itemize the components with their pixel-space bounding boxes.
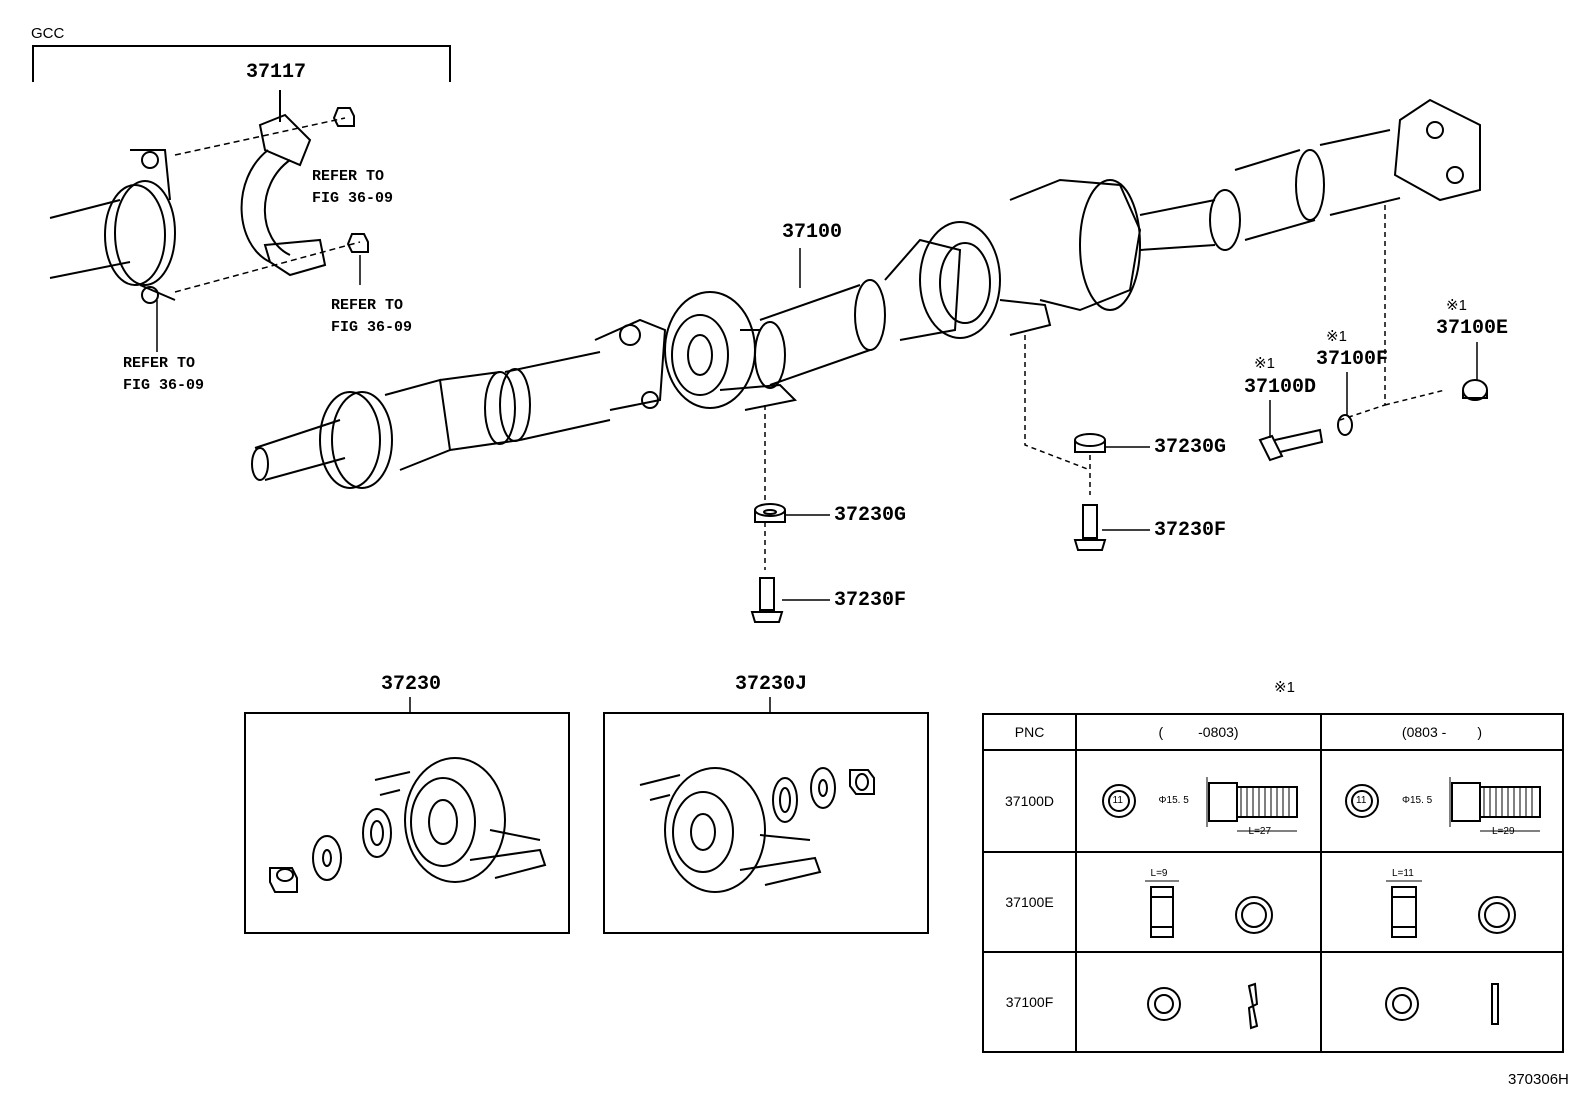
figure-id: 370306H xyxy=(1508,1071,1569,1088)
table-cell-37100e-late: L=11 xyxy=(1320,851,1564,953)
table-header-before-0803: ( -0803) xyxy=(1075,713,1322,751)
washer-37100f xyxy=(1337,414,1353,436)
gcc-shaft-fragment xyxy=(49,149,176,304)
clamp-nut-upper xyxy=(332,107,355,127)
table-cell-pnc: 37100E xyxy=(981,851,1078,953)
diameter-early: Φ15. 5 xyxy=(1158,795,1189,806)
part-37117-label: 37117 xyxy=(246,61,307,84)
part-37230g-label-front: 37230G xyxy=(834,504,907,527)
center-bearing-37230 xyxy=(269,757,547,893)
table-row: 37100D 11 Φ15. 5 L=27 xyxy=(981,749,1564,853)
propeller-shaft-37100 xyxy=(251,98,1481,489)
length-l9: L=9 xyxy=(1150,868,1168,879)
note-mark-37100d: ※1 xyxy=(1254,355,1275,372)
mark-11-late: 11 xyxy=(1356,795,1367,806)
table-cell-pnc: 37100D xyxy=(981,749,1078,853)
bolt-37230f-rear xyxy=(1073,504,1107,551)
gcc-bracket xyxy=(32,45,451,82)
nut-37100e-late-icon xyxy=(1386,880,1516,938)
table-header-after-0803: (0803 - ) xyxy=(1320,713,1564,751)
refer-to-fig-label-2[interactable]: REFER TO FIG 36-09 xyxy=(331,297,413,336)
bolt-37100d-late-icon xyxy=(1345,777,1541,832)
table-cell-37100d-late: 11 Φ15. 5 L=29 xyxy=(1320,749,1564,853)
part-37230-label: 37230 xyxy=(381,673,442,696)
note-mark-37100f: ※1 xyxy=(1326,328,1347,345)
part-37100d-label: 37100D xyxy=(1244,376,1317,399)
length-l11: L=11 xyxy=(1392,868,1414,879)
center-bearing-37230j xyxy=(639,767,875,893)
table-row: 37100E L=9 L=11 xyxy=(981,851,1564,953)
part-37230g-label-rear: 37230G xyxy=(1154,436,1227,459)
table-row: 37100F xyxy=(981,951,1564,1053)
clamp-37117 xyxy=(240,90,327,277)
table-cell-37100d-early: 11 Φ15. 5 L=27 xyxy=(1075,749,1322,853)
part-37230f-label-rear: 37230F xyxy=(1154,519,1227,542)
table-cell-37100e-early: L=9 xyxy=(1075,851,1322,953)
part-37100f-label: 37100F xyxy=(1316,348,1389,371)
box-37230 xyxy=(244,712,570,934)
flat-washer-icon xyxy=(1385,983,1499,1025)
table-cell-37100f-early xyxy=(1075,951,1322,1053)
part-37230f-label-front: 37230F xyxy=(834,589,907,612)
variant-spec-table: PNC ( -0803) (0803 - ) 37100D 11 Φ15. 5 … xyxy=(981,713,1564,1053)
bolt-37100d-early-icon xyxy=(1101,777,1298,832)
gcc-label: GCC xyxy=(31,25,65,42)
part-37100e-label: 37100E xyxy=(1436,317,1509,340)
clamp-nut-lower xyxy=(346,233,369,253)
table-note-mark: ※1 xyxy=(1274,679,1295,696)
spacer-37230g-rear xyxy=(1074,433,1106,453)
part-37230j-label: 37230J xyxy=(735,673,808,696)
bolt-37230f-front xyxy=(750,577,784,623)
nut-37100e xyxy=(1462,379,1488,401)
spacer-37230g-front xyxy=(754,503,786,523)
table-cell-pnc: 37100F xyxy=(981,951,1078,1053)
length-late: L=29 xyxy=(1492,826,1515,837)
split-washer-icon xyxy=(1146,982,1258,1030)
length-early: L=27 xyxy=(1248,826,1272,837)
part-37100-label: 37100 xyxy=(782,221,843,244)
box-37230j xyxy=(603,712,929,934)
mark-11-early: 11 xyxy=(1112,795,1123,806)
diameter-late: Φ15. 5 xyxy=(1402,795,1433,806)
table-header-pnc: PNC xyxy=(981,713,1078,751)
refer-to-fig-label-1[interactable]: REFER TO FIG 36-09 xyxy=(312,168,394,207)
bolt-37100d xyxy=(1258,428,1324,462)
nut-37100e-early-icon xyxy=(1144,880,1273,938)
refer-to-fig-label-3[interactable]: REFER TO FIG 36-09 xyxy=(123,355,205,394)
note-mark-37100e: ※1 xyxy=(1446,297,1467,314)
table-cell-37100f-late xyxy=(1320,951,1564,1053)
